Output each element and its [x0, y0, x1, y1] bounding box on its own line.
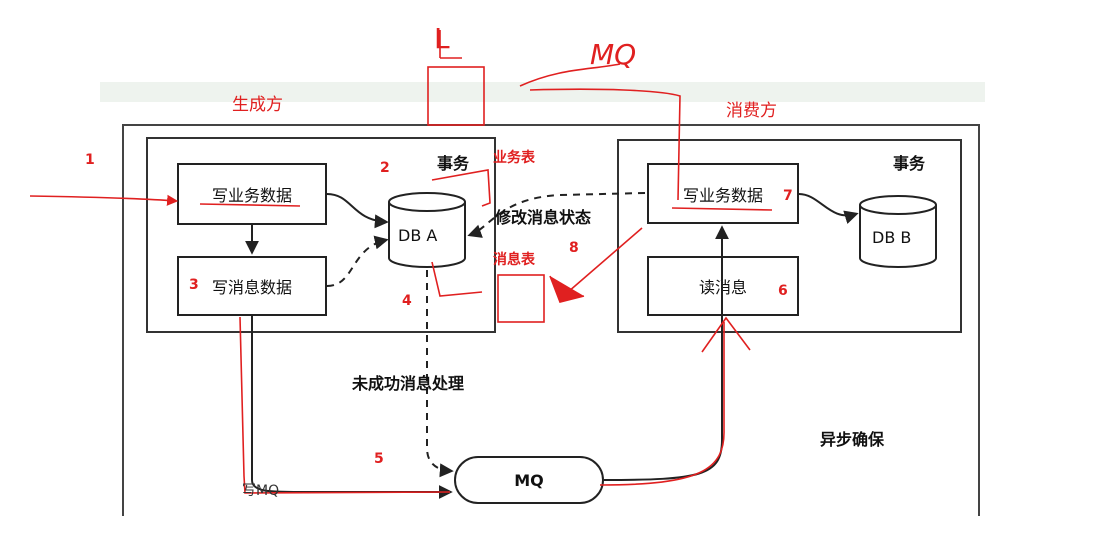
message-table-label: 消息表	[493, 252, 535, 268]
modify-status-label: 修改消息状态	[495, 208, 592, 227]
faded-header-band	[100, 82, 985, 102]
handwritten-mq: MQ	[590, 38, 637, 71]
step-7: 7	[783, 188, 793, 204]
step-1: 1	[85, 152, 95, 168]
producer-transaction-title: 事务	[437, 154, 470, 173]
message-table-sketch	[497, 274, 545, 323]
consumer-write-business-data-label: 写业务数据	[682, 185, 763, 205]
step-2: 2	[380, 160, 390, 176]
hand-drawn-box	[427, 66, 485, 126]
producer-label: 生成方	[232, 95, 283, 115]
consumer-transaction-title: 事务	[893, 154, 926, 173]
arrow-to-db-a	[326, 193, 389, 229]
db-b-cylinder	[859, 195, 937, 268]
arrow-to-db-b	[798, 193, 859, 224]
db-a-cylinder	[388, 192, 466, 268]
write-message-data-box: 写消息数据	[177, 256, 327, 316]
unsuccessful-message-label: 未成功消息处理	[352, 374, 465, 393]
step-8: 8	[569, 240, 579, 256]
consumer-label: 消费方	[726, 101, 777, 121]
write-mq-label: 写MQ	[242, 483, 280, 499]
handwritten-l: L	[434, 22, 450, 55]
consumer-write-business-data-box: 写业务数据	[647, 163, 799, 224]
step-6: 6	[778, 283, 788, 299]
arrow-mq-to-consumer	[603, 225, 729, 481]
mq-node: MQ	[454, 456, 604, 504]
dashed-arrow-db-to-mq	[426, 270, 454, 478]
dashed-arrow-modify-status	[467, 192, 646, 238]
dashed-arrow-msg-to-db	[326, 235, 389, 287]
write-business-data-box: 写业务数据	[177, 163, 327, 225]
diagram-frame	[122, 124, 980, 516]
write-business-data-label: 写业务数据	[211, 186, 292, 205]
db-b-label: DB B	[872, 228, 912, 247]
step-3: 3	[189, 277, 199, 293]
red-annotations	[29, 30, 773, 494]
arrow-write-mq	[251, 316, 453, 499]
business-table-sketch	[431, 169, 491, 207]
step-5: 5	[374, 451, 384, 467]
async-ensure-label: 异步确保	[820, 430, 885, 449]
write-message-data-label: 写消息数据	[211, 278, 292, 297]
db-a-label: DB A	[398, 226, 438, 245]
step-4: 4	[402, 293, 412, 309]
business-table-label: 业务表	[493, 150, 535, 166]
mq-label: MQ	[514, 470, 544, 490]
